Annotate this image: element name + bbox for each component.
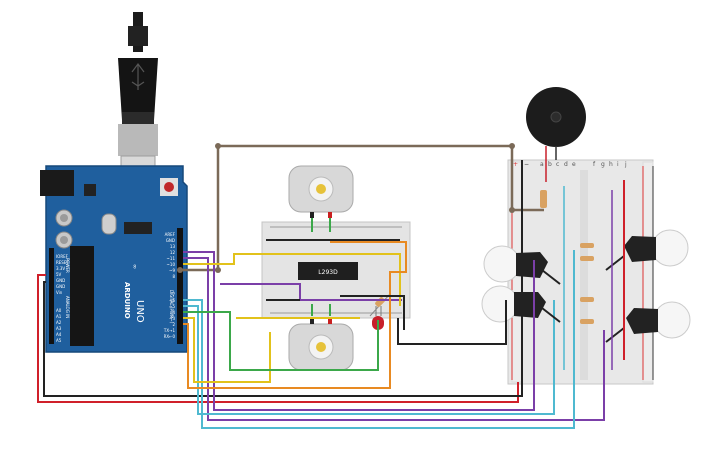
rail-plus-label: + bbox=[513, 161, 518, 168]
svg-text:~11: ~11 bbox=[167, 256, 176, 261]
svg-text:TX→1: TX→1 bbox=[163, 328, 176, 333]
wire-black[interactable] bbox=[43, 160, 523, 397]
svg-text:b: b bbox=[548, 161, 552, 168]
svg-text:3.3V: 3.3V bbox=[56, 266, 65, 271]
bulb-top-left[interactable] bbox=[483, 245, 548, 283]
wire-orange[interactable] bbox=[183, 241, 407, 389]
svg-text:8: 8 bbox=[172, 274, 175, 279]
svg-text:5V: 5V bbox=[56, 272, 62, 277]
svg-text:A1: A1 bbox=[56, 314, 62, 319]
bulb-resistors[interactable] bbox=[580, 243, 594, 324]
digital-pin-labels-top: AREF GND 13 12 ~11 ~10 ~9 8 bbox=[165, 232, 176, 279]
svg-text:RX←0: RX←0 bbox=[164, 334, 176, 339]
svg-text:~10: ~10 bbox=[167, 262, 176, 267]
svg-text:j: j bbox=[624, 161, 627, 168]
wire-green[interactable] bbox=[183, 218, 379, 371]
svg-text:12: 12 bbox=[170, 250, 176, 255]
wire-black-breadboard[interactable] bbox=[266, 239, 405, 330]
power-pin-labels: IOREF RESET 3.3V 5V GND GND Vin bbox=[56, 254, 69, 295]
svg-text:f: f bbox=[593, 161, 596, 168]
rail-minus-label: − bbox=[524, 161, 529, 168]
svg-text:GND: GND bbox=[56, 284, 65, 289]
wire-node bbox=[215, 267, 221, 273]
buzzer-resistor[interactable] bbox=[540, 190, 547, 208]
svg-text:GND: GND bbox=[56, 278, 65, 283]
h-bridge-ic[interactable] bbox=[298, 262, 358, 280]
dc-motor-top[interactable] bbox=[288, 165, 354, 218]
svg-text:13: 13 bbox=[170, 244, 176, 249]
svg-text:GND: GND bbox=[166, 238, 175, 243]
wire-purple[interactable] bbox=[183, 251, 605, 421]
svg-text:7: 7 bbox=[172, 292, 175, 297]
wire-node bbox=[215, 143, 221, 149]
digital-header bbox=[177, 228, 183, 344]
svg-text:g: g bbox=[601, 161, 605, 168]
svg-text:2: 2 bbox=[172, 322, 175, 327]
svg-text:d: d bbox=[564, 161, 568, 168]
wire-cyan[interactable] bbox=[183, 250, 575, 429]
digital-title: DIGITAL (PWM~) bbox=[169, 290, 174, 324]
power-jack bbox=[40, 170, 74, 196]
svg-text:~5: ~5 bbox=[169, 304, 175, 309]
digital-pin-labels-bottom: 7 ~6 ~5 4 ~3 2 TX→1 RX←0 bbox=[163, 292, 176, 339]
svg-text:e: e bbox=[572, 161, 576, 168]
svg-text:IOREF: IOREF bbox=[56, 254, 69, 259]
svg-text:4: 4 bbox=[172, 310, 175, 315]
wire-node bbox=[177, 267, 183, 273]
column-letters-right: f g h i j bbox=[593, 161, 627, 168]
svg-text:A0: A0 bbox=[56, 308, 62, 313]
svg-text:a: a bbox=[540, 161, 544, 168]
analog-title: ANALOG IN bbox=[65, 296, 70, 318]
h-bridge-ic-label: L293D bbox=[318, 269, 338, 276]
board-chip-logo: ∞ bbox=[131, 264, 138, 269]
wire-node bbox=[509, 143, 515, 149]
svg-text:Vin: Vin bbox=[56, 290, 63, 295]
piezo-buzzer[interactable] bbox=[526, 87, 586, 182]
dc-motor-bottom[interactable] bbox=[288, 318, 354, 371]
power-header bbox=[49, 248, 54, 344]
bulb-bottom-right[interactable] bbox=[626, 301, 691, 339]
svg-text:~9: ~9 bbox=[169, 268, 175, 273]
svg-text:AREF: AREF bbox=[165, 232, 176, 237]
power-title: POWER bbox=[65, 258, 70, 273]
svg-text:A5: A5 bbox=[56, 338, 62, 343]
svg-text:A2: A2 bbox=[56, 320, 62, 325]
svg-text:i: i bbox=[617, 161, 619, 168]
wire-bulb-connections[interactable] bbox=[541, 255, 625, 343]
svg-text:RESET: RESET bbox=[56, 260, 69, 265]
svg-text:~6: ~6 bbox=[169, 298, 175, 303]
svg-text:~3: ~3 bbox=[169, 316, 175, 321]
arduino-brand-label: ARDUINO bbox=[123, 282, 131, 319]
reset-button-cap[interactable] bbox=[164, 182, 174, 192]
column-letters-left: a b c d e bbox=[540, 161, 576, 168]
small-breadboard-holes bbox=[270, 226, 402, 314]
svg-text:A3: A3 bbox=[56, 326, 62, 331]
svg-text:h: h bbox=[609, 161, 613, 168]
svg-text:c: c bbox=[556, 161, 559, 168]
svg-text:A4: A4 bbox=[56, 332, 62, 337]
arduino-model-label: UNO bbox=[134, 300, 145, 323]
arduino-uno-board[interactable]: ARDUINO UNO ANALOG IN POWER DIGITAL (PWM… bbox=[40, 165, 188, 353]
wire-node bbox=[509, 207, 515, 213]
atmega-chip bbox=[70, 246, 94, 346]
analog-pin-labels: A0 A1 A2 A3 A4 A5 bbox=[56, 308, 62, 343]
small-breadboard[interactable]: L293D bbox=[261, 221, 411, 319]
bulb-top-right[interactable] bbox=[624, 229, 689, 267]
